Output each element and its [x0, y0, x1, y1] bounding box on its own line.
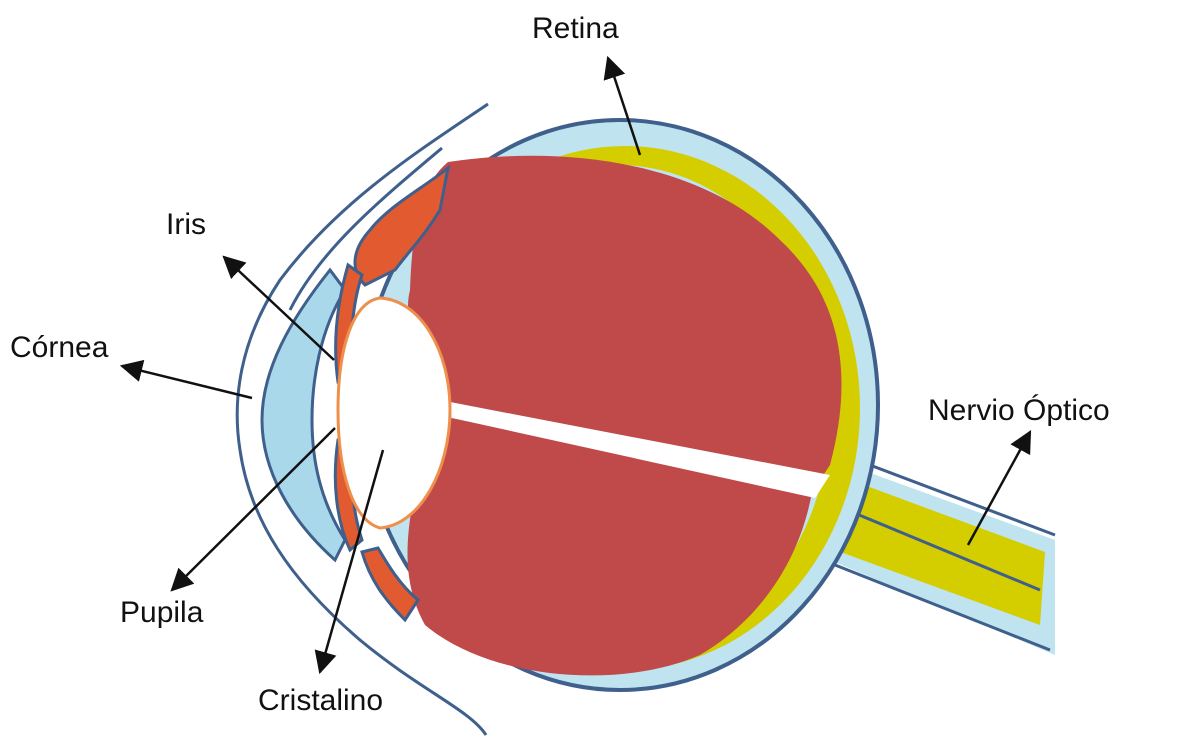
label-lens: Cristalino	[258, 684, 383, 717]
label-pupil: Pupila	[120, 596, 204, 629]
cornea-arrow	[122, 366, 252, 398]
label-retina: Retina	[532, 12, 619, 45]
label-optic-nerve: Nervio Óptico	[928, 394, 1110, 427]
cornea-shape	[262, 270, 345, 560]
label-cornea: Córnea	[10, 331, 109, 364]
label-iris: Iris	[166, 208, 206, 241]
